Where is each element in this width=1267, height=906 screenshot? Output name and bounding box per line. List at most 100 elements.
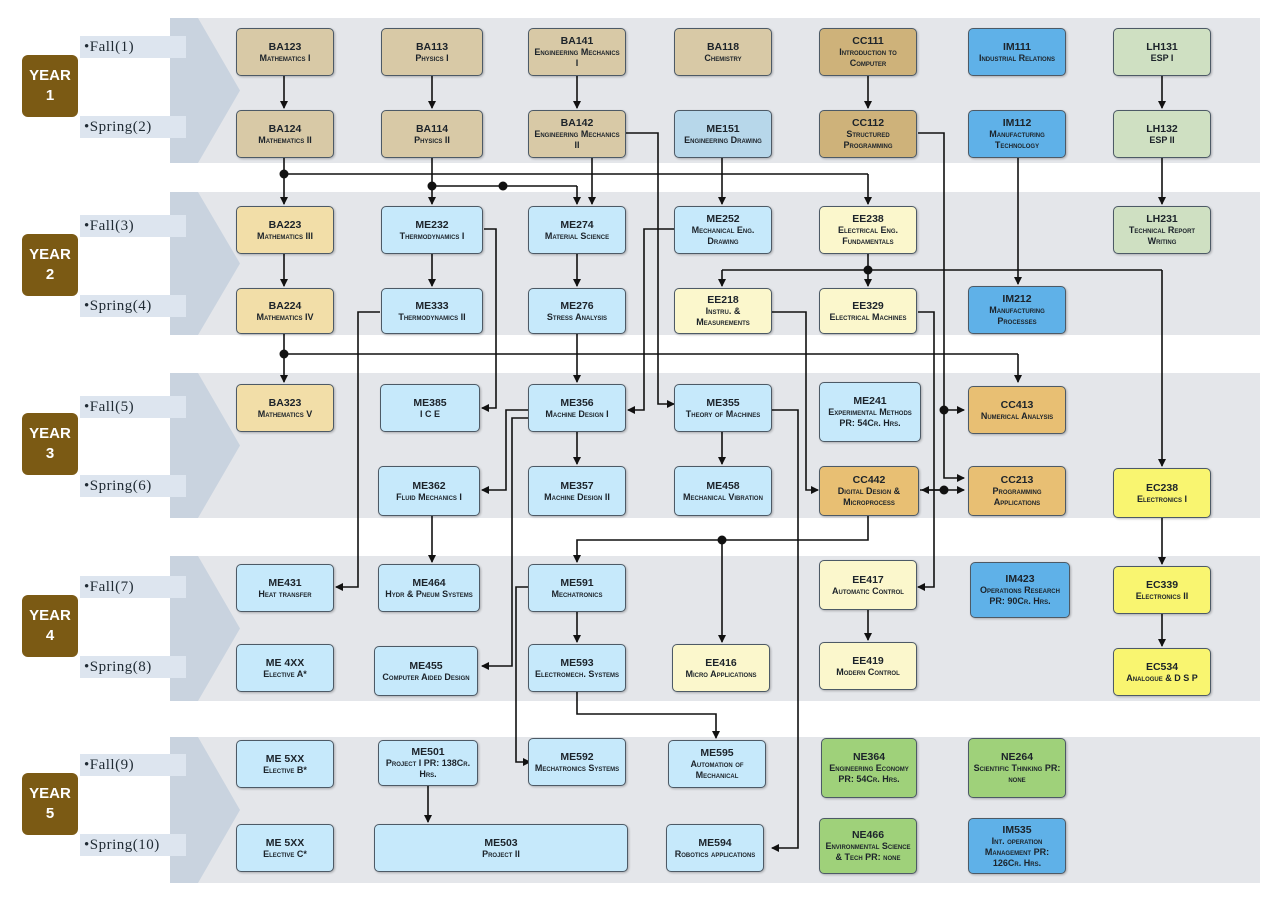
course-code: IM111 — [1002, 40, 1032, 53]
course-name: Stress Analysis — [546, 311, 608, 322]
arrow-ba142-me355 — [626, 132, 675, 408]
course-code: NE466 — [851, 829, 885, 841]
course-name: Robotics applications — [674, 848, 756, 859]
course-name: Scientific Thinking PR: none — [973, 763, 1061, 784]
course-code: BA142 — [560, 117, 594, 129]
course-code: ME595 — [700, 747, 734, 759]
course-name: I C E — [419, 408, 440, 419]
course-code: CC111 — [852, 35, 884, 47]
course-name: Machine Design I — [545, 408, 609, 419]
course-name: Engineering Mechanics II — [534, 129, 620, 150]
arrow-ee329-ee417 — [917, 311, 935, 591]
year-number: 5 — [45, 805, 55, 822]
course-name: Automation of Mechanical — [690, 759, 744, 780]
course-name: Machine Design II — [544, 491, 610, 502]
course-code: NE364 — [852, 751, 886, 763]
course-code: ME 4XX — [265, 656, 305, 669]
course-name: Digital Design & Microprocess — [837, 486, 901, 507]
course-code: EE419 — [852, 654, 884, 667]
course-name: Industrial Relations — [978, 52, 1056, 63]
course-code: BA224 — [268, 299, 302, 312]
course-code: ME431 — [268, 576, 302, 589]
course-name: ESP I — [1150, 52, 1174, 63]
course-name: Mechatronics Systems — [534, 762, 620, 773]
course-code: ME591 — [560, 576, 594, 589]
course-name: Electronics I — [1136, 493, 1187, 504]
course-code: ME355 — [706, 396, 740, 409]
course-code: EE416 — [705, 656, 737, 669]
course-code: LH132 — [1146, 122, 1178, 135]
course-name: Engineering Drawing — [684, 134, 762, 145]
course-code: ME501 — [411, 746, 445, 758]
course-code: BA113 — [415, 40, 449, 53]
semester-fall-7: •Fall(7) — [80, 576, 186, 598]
course-name: Theory of Machines — [685, 408, 761, 419]
course-code: ME252 — [706, 213, 740, 225]
